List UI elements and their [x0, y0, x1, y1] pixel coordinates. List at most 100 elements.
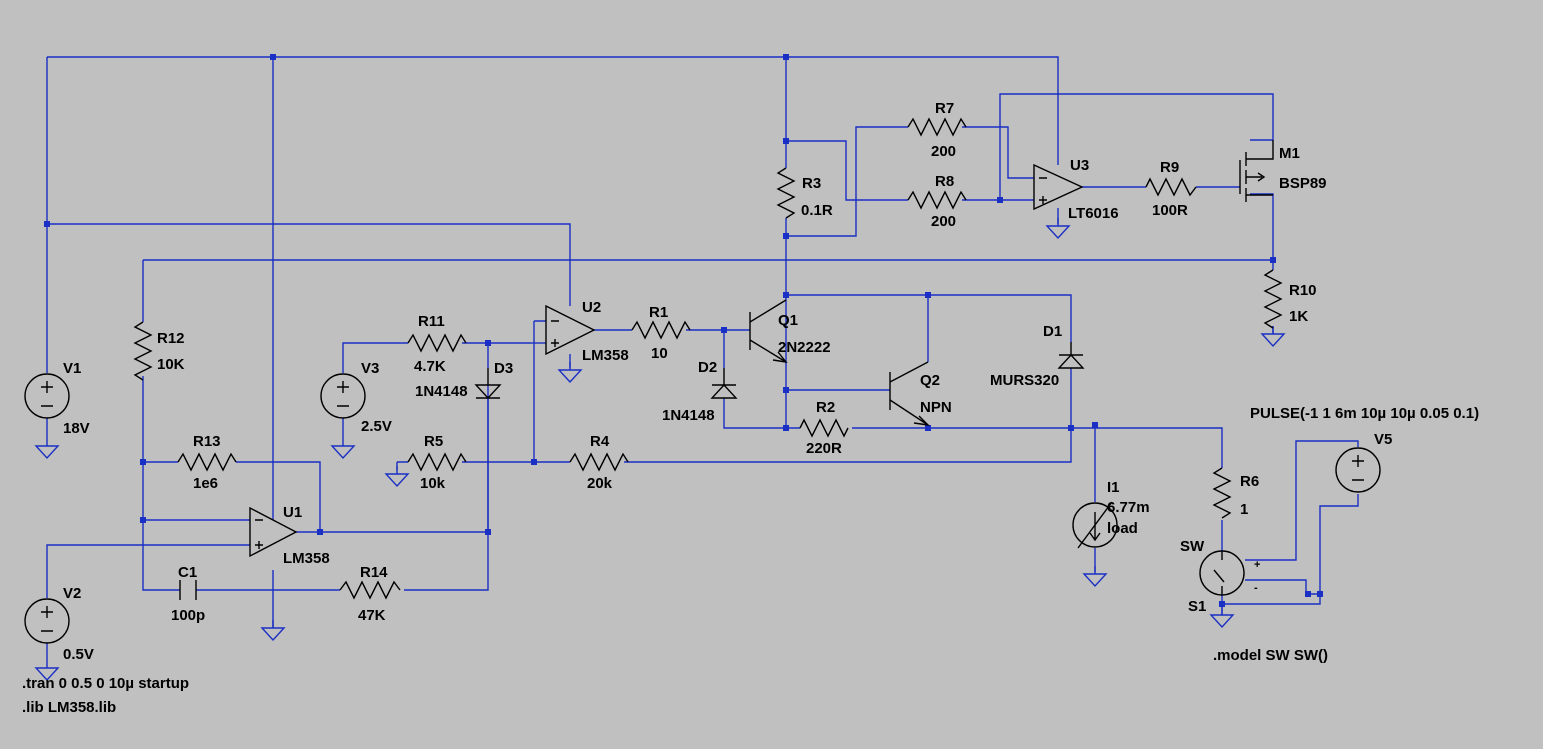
q1-value: 2N2222 — [778, 339, 831, 356]
r13-value: 1e6 — [193, 475, 218, 492]
r14-zigzag — [339, 580, 401, 600]
r9-value: 100R — [1152, 202, 1188, 219]
r12-value: 10K — [157, 356, 185, 373]
svg-text:-: - — [1254, 582, 1258, 594]
r5-name: R5 — [424, 433, 443, 450]
m1-value: BSP89 — [1279, 175, 1327, 192]
q1-name: Q1 — [778, 312, 798, 329]
v3-value: 2.5V — [361, 418, 392, 435]
r4-value: 20k — [587, 475, 613, 492]
r10-value: 1K — [1289, 308, 1308, 325]
r11-zigzag — [407, 333, 467, 353]
v2-value: 0.5V — [63, 646, 94, 663]
u1-value: LM358 — [283, 550, 330, 567]
v5-symbol[interactable] — [1335, 447, 1381, 493]
resistor-symbols — [133, 117, 1283, 600]
r14-value: 47K — [358, 607, 386, 624]
u3-symbol[interactable] — [1033, 163, 1084, 211]
model-directive: .model SW SW() — [1213, 647, 1328, 664]
r4-name: R4 — [590, 433, 610, 450]
i1-extra: load — [1107, 520, 1138, 537]
labels: V1 18V V2 0.5V V3 2.5V V5 PULSE(-1 1 6m … — [22, 100, 1479, 716]
s1-name: S1 — [1188, 598, 1206, 615]
u2-symbol[interactable] — [545, 304, 596, 356]
v5-name: V5 — [1374, 431, 1392, 448]
r5-zigzag — [407, 452, 467, 472]
r7-value: 200 — [931, 143, 956, 160]
v1-symbol[interactable] — [24, 373, 70, 419]
d2-value: 1N4148 — [662, 407, 715, 424]
q2-symbol[interactable] — [889, 361, 930, 426]
i1-name: I1 — [1107, 479, 1120, 496]
r4-zigzag — [569, 452, 629, 472]
d1-symbol[interactable] — [1057, 342, 1085, 369]
r13-zigzag — [177, 452, 237, 472]
r3-value: 0.1R — [801, 202, 833, 219]
v3-name: V3 — [361, 360, 379, 377]
r3-name: R3 — [802, 175, 821, 192]
svg-text:+: + — [1254, 559, 1260, 571]
s1-symbol[interactable] — [1199, 550, 1245, 596]
c1-value: 100p — [171, 607, 205, 624]
m1-name: M1 — [1279, 145, 1300, 162]
u1-name: U1 — [283, 504, 302, 521]
junctions — [44, 54, 1323, 607]
r7-zigzag — [907, 117, 967, 137]
r9-zigzag — [1145, 177, 1197, 197]
u3-name: U3 — [1070, 157, 1089, 174]
r10-zigzag — [1263, 269, 1283, 329]
s1-model: SW — [1180, 538, 1205, 555]
v2-symbol[interactable] — [24, 598, 70, 644]
r11-value: 4.7K — [414, 358, 446, 375]
r5-value: 10k — [420, 475, 446, 492]
r12-zigzag — [133, 321, 153, 381]
r8-name: R8 — [935, 173, 954, 190]
ground-symbols — [35, 217, 1285, 681]
v3-symbol[interactable] — [320, 373, 366, 419]
d3-name: D3 — [494, 360, 513, 377]
r2-value: 220R — [806, 440, 842, 457]
r14-name: R14 — [360, 564, 388, 581]
r10-name: R10 — [1289, 282, 1317, 299]
lib-directive: .lib LM358.lib — [22, 699, 116, 716]
r11-name: R11 — [418, 313, 445, 330]
r2-name: R2 — [816, 399, 835, 416]
r6-zigzag — [1212, 467, 1232, 519]
u2-value: LM358 — [582, 347, 629, 364]
v1-value: 18V — [63, 420, 90, 437]
r8-value: 200 — [931, 213, 956, 230]
r2-zigzag — [799, 418, 849, 438]
q1-symbol[interactable] — [749, 299, 788, 363]
u1-symbol[interactable] — [249, 506, 298, 558]
r1-value: 10 — [651, 345, 668, 362]
i1-symbol[interactable] — [1072, 501, 1118, 549]
q2-name: Q2 — [920, 372, 940, 389]
d2-symbol[interactable] — [710, 368, 738, 399]
r3-zigzag — [776, 167, 796, 219]
c1-symbol[interactable] — [179, 580, 197, 600]
polarity-marks: + - — [1254, 559, 1260, 594]
r13-name: R13 — [193, 433, 221, 450]
u2-name: U2 — [582, 299, 601, 316]
d2-name: D2 — [698, 359, 717, 376]
d1-value: MURS320 — [990, 372, 1059, 389]
r1-name: R1 — [649, 304, 668, 321]
tran-directive: .tran 0 0.5 0 10µ startup — [22, 675, 189, 692]
c1-name: C1 — [178, 564, 197, 581]
u3-value: LT6016 — [1068, 205, 1119, 222]
v1-name: V1 — [63, 360, 81, 377]
r9-name: R9 — [1160, 159, 1179, 176]
r7-name: R7 — [935, 100, 954, 117]
q2-value: NPN — [920, 399, 952, 416]
r6-value: 1 — [1240, 501, 1248, 518]
m1-symbol[interactable] — [1239, 140, 1274, 202]
r6-name: R6 — [1240, 473, 1259, 490]
d1-name: D1 — [1043, 323, 1062, 340]
r1-zigzag — [631, 320, 691, 340]
d3-value: 1N4148 — [415, 383, 468, 400]
r8-zigzag — [907, 190, 967, 210]
r12-name: R12 — [157, 330, 185, 347]
v5-value: PULSE(-1 1 6m 10µ 10µ 0.05 0.1) — [1250, 405, 1479, 422]
i1-value: 6.77m — [1107, 499, 1150, 516]
